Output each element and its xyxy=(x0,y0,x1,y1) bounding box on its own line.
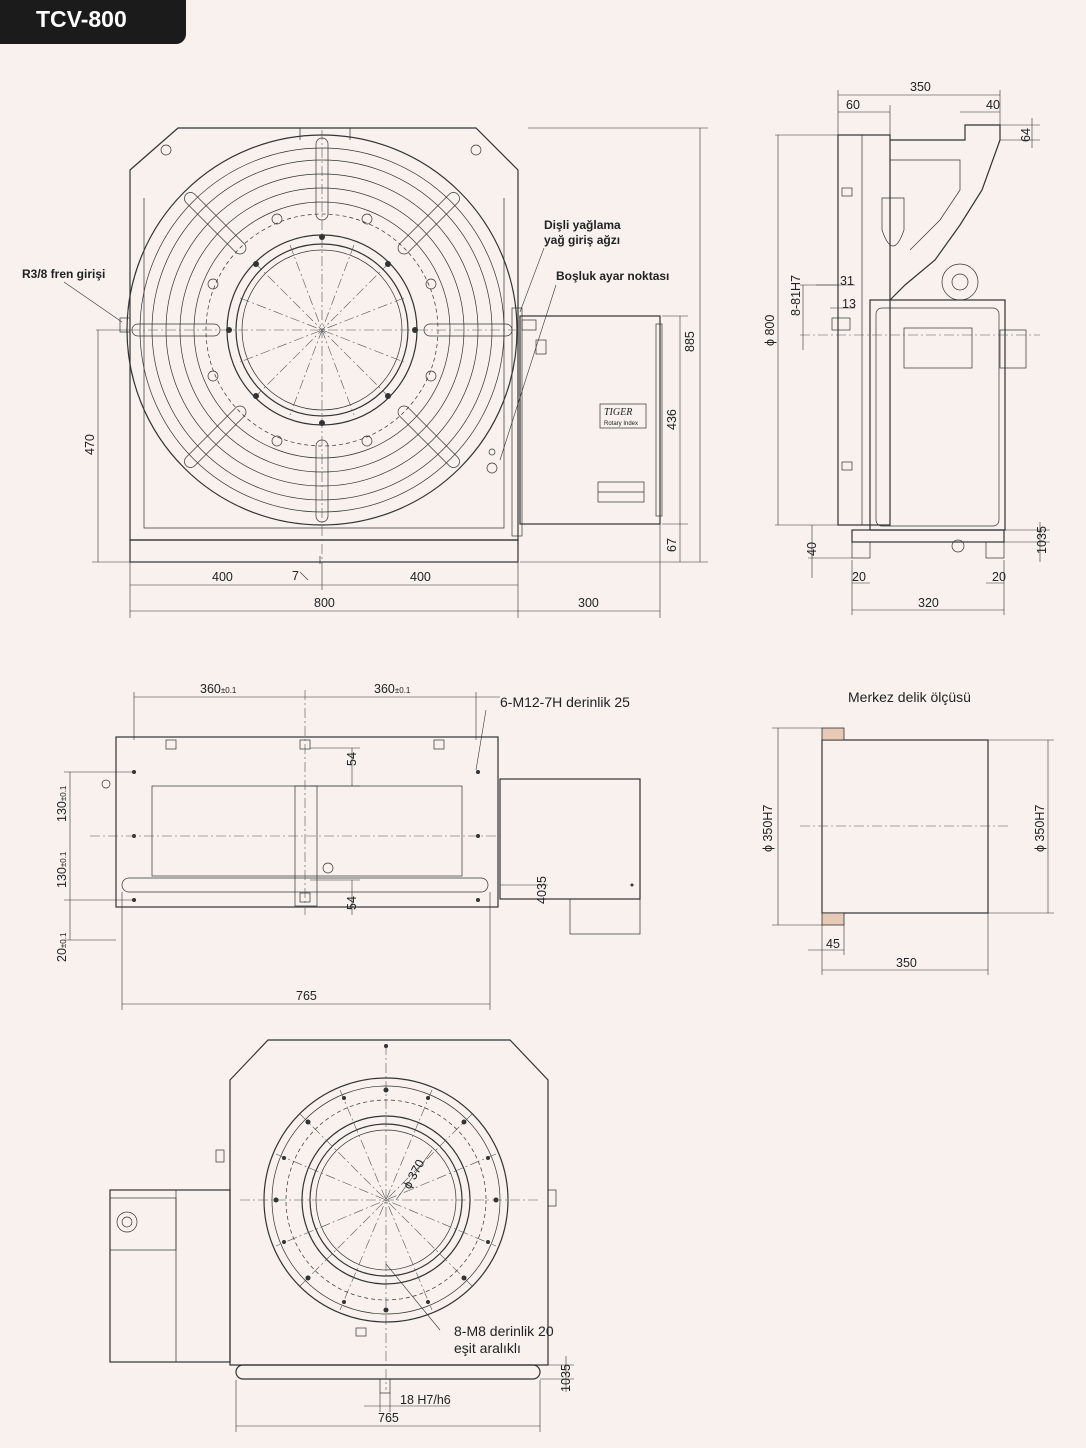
plan-dim-40: 40 xyxy=(535,890,549,904)
plan-dim-765: 765 xyxy=(296,989,317,1003)
plan-dim-35: 35 xyxy=(535,876,549,890)
dim-7: 7 xyxy=(292,569,299,583)
dim-800: 800 xyxy=(314,596,335,610)
bottom-dim-765: 765 xyxy=(378,1411,399,1425)
bottom-dim-10: 10 xyxy=(559,1378,573,1392)
side-dim-10: 10 xyxy=(1035,540,1049,554)
brand-name: TIGER xyxy=(604,407,632,418)
hole-dim-350h7-left: ϕ 350H7 xyxy=(761,805,775,852)
gear-oil-label-1: Dişli yağlama xyxy=(544,218,621,232)
side-dim-8-81h7: 8-81H7 xyxy=(789,275,803,316)
center-hole-label: Merkez delik ölçüsü xyxy=(848,689,971,705)
dim-300: 300 xyxy=(578,596,599,610)
side-dim-320: 320 xyxy=(918,596,939,610)
brand-sub: Rotary Index xyxy=(604,421,638,427)
bottom-view: ϕ 370 8-M8 derinlik 20 eşit aralıklı 10 … xyxy=(109,1039,574,1432)
dim-400-right: 400 xyxy=(410,570,431,584)
dim-885: 885 xyxy=(683,331,697,352)
hole-dim-350h7-right: ϕ 350H7 xyxy=(1033,805,1047,852)
hole-dim-45: 45 xyxy=(826,937,840,951)
bottom-dim-35: 35 xyxy=(559,1364,573,1378)
side-dim-13: 13 xyxy=(842,297,856,311)
backlash-label: Boşluk ayar noktası xyxy=(556,269,669,283)
side-dim-40: 40 xyxy=(986,98,1000,112)
plan-view: 360±0.1 360±0.1 6-M12-7H derinlik 25 54 … xyxy=(55,682,641,1010)
side-dim-64: 64 xyxy=(1019,128,1033,142)
m8-label-2: eşit aralıklı xyxy=(454,1340,521,1356)
side-view: 350 60 40 64 31 13 8-81H7 ϕ 800 40 20 20… xyxy=(763,80,1050,615)
side-dim-31: 31 xyxy=(840,274,854,288)
bottom-dim-phi370: ϕ 370 xyxy=(400,1157,427,1191)
side-dim-20b: 20 xyxy=(992,570,1006,584)
side-dim-350: 350 xyxy=(910,80,931,94)
front-view: R3/8 fren girişi Dişli yağlama yağ giriş… xyxy=(22,127,708,618)
page-title: TCV-800 xyxy=(36,6,127,32)
gear-oil-label-2: yağ giriş ağzı xyxy=(544,233,620,247)
title-tab: TCV-800 xyxy=(0,0,186,44)
plan-dim-54a: 54 xyxy=(345,752,359,766)
dim-470: 470 xyxy=(83,434,97,455)
plan-dim-20: 20±0.1 xyxy=(55,932,69,962)
plan-dim-130a: 130±0.1 xyxy=(55,785,69,822)
side-dim-20a: 20 xyxy=(852,570,866,584)
hole-dim-350: 350 xyxy=(896,956,917,970)
dim-400-left: 400 xyxy=(212,570,233,584)
side-dim-35: 35 xyxy=(1035,526,1049,540)
m8-label-1: 8-M8 derinlik 20 xyxy=(454,1323,554,1339)
side-dim-40b: 40 xyxy=(805,542,819,556)
center-hole-view: Merkez delik ölçüsü ϕ 350H7 ϕ 350H7 45 3… xyxy=(761,689,1054,975)
bottom-dim-18: 18 H7/h6 xyxy=(400,1393,451,1407)
plan-dim-54b: 54 xyxy=(345,896,359,910)
dim-67: 67 xyxy=(665,538,679,552)
side-dim-phi800: ϕ 800 xyxy=(763,315,777,346)
plan-dim-360-right: 360±0.1 xyxy=(374,682,411,696)
plan-dim-360-left: 360±0.1 xyxy=(200,682,237,696)
side-dim-60: 60 xyxy=(846,98,860,112)
tapped-holes-label: 6-M12-7H derinlik 25 xyxy=(500,694,630,710)
brake-input-label: R3/8 fren girişi xyxy=(22,267,105,281)
plan-dim-130b: 130±0.1 xyxy=(55,851,69,888)
dim-436: 436 xyxy=(665,409,679,430)
